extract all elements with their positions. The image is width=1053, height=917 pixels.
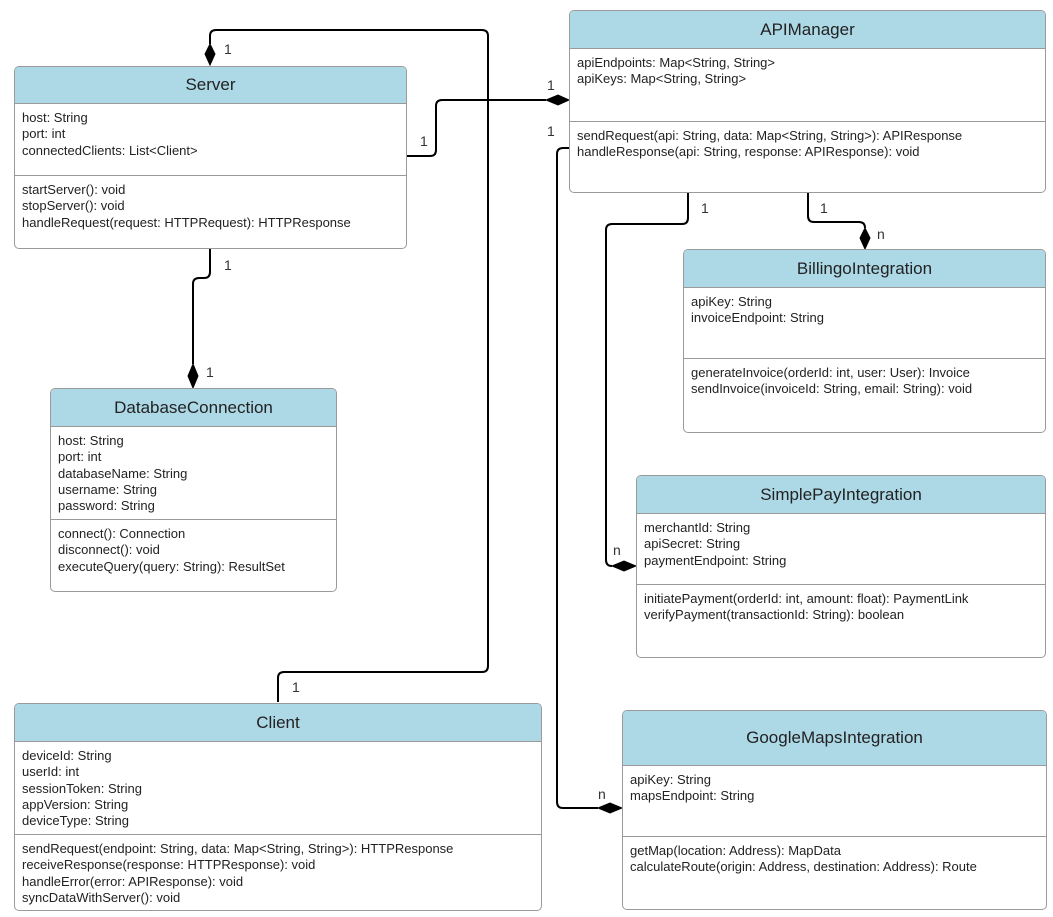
apimanager-billingo-line	[807, 193, 866, 229]
method: handleError(error: APIResponse): void	[22, 873, 244, 889]
class-name: APIManager	[570, 11, 1045, 49]
server-composition-diamond	[204, 42, 216, 67]
attribute: apiKey: String	[630, 772, 711, 787]
method: sendInvoice(invoiceId: String, email: St…	[691, 381, 973, 397]
attribute: merchantId: String	[644, 520, 751, 535]
multiplicity-label: 1	[547, 77, 555, 93]
attribute: apiKey: String	[691, 294, 772, 309]
attribute: userId: int	[22, 764, 80, 780]
apimanager-composition-diamond	[544, 94, 571, 106]
method: getMap(location: Address): MapData	[630, 843, 841, 858]
methods-section: initiatePayment(orderId: int, amount: fl…	[637, 584, 1045, 624]
attribute: apiKeys: Map<String, String>	[577, 71, 747, 87]
multiplicity-label: n	[613, 542, 621, 558]
methods-section: sendRequest(api: String, data: Map<Strin…	[570, 121, 1045, 161]
simplepay-composition-diamond	[610, 560, 638, 572]
googlemaps-composition-diamond	[596, 802, 624, 814]
class-name: BillingoIntegration	[684, 250, 1045, 288]
class-name: Server	[15, 67, 406, 104]
class-name: DatabaseConnection	[51, 389, 336, 427]
method: syncDataWithServer(): void	[22, 889, 181, 905]
attribute: connectedClients: List<Client>	[22, 142, 198, 158]
class-name: Client	[15, 704, 541, 742]
attribute: apiEndpoints: Map<String, String>	[577, 55, 776, 70]
multiplicity-label: 1	[820, 200, 828, 216]
attribute: password: String	[58, 498, 155, 514]
server-database-line	[192, 249, 211, 364]
multiplicity-label: 1	[420, 133, 428, 149]
multiplicity-label: 1	[292, 679, 300, 695]
method: handleRequest(request: HTTPRequest): HTT…	[22, 214, 351, 230]
method: stopServer(): void	[22, 198, 125, 214]
method: connect(): Connection	[58, 526, 186, 541]
multiplicity-label: 1	[224, 41, 232, 57]
method: startServer(): void	[22, 182, 126, 197]
attribute: port: int	[58, 449, 102, 465]
attribute: host: String	[22, 110, 88, 125]
attribute: databaseName: String	[58, 465, 188, 481]
method: disconnect(): void	[58, 542, 160, 558]
database-composition-diamond	[187, 362, 199, 390]
server-apimanager-line	[407, 99, 546, 157]
methods-section: sendRequest(endpoint: String, data: Map<…	[15, 834, 541, 906]
multiplicity-label: 1	[224, 257, 232, 273]
client-server-line	[209, 29, 489, 702]
methods-section: generateInvoice(orderId: int, user: User…	[684, 358, 1045, 398]
multiplicity-label: n	[598, 786, 606, 802]
attribute: paymentEndpoint: String	[644, 552, 787, 568]
billingo-composition-diamond	[859, 226, 871, 251]
method: receiveResponse(response: HTTPResponse):…	[22, 857, 316, 873]
multiplicity-label: 1	[206, 364, 214, 380]
multiplicity-label: 1	[701, 200, 709, 216]
class-name: GoogleMapsIntegration	[623, 711, 1046, 766]
attribute: host: String	[58, 433, 124, 448]
method: executeQuery(query: String): ResultSet	[58, 558, 285, 574]
attribute: mapsEndpoint: String	[630, 788, 755, 804]
attribute: port: int	[22, 126, 66, 142]
apimanager-simplepay-line	[605, 193, 689, 567]
method: verifyPayment(transactionId: String): bo…	[644, 607, 905, 623]
class-name: SimplePayIntegration	[637, 476, 1045, 514]
attribute: appVersion: String	[22, 796, 129, 812]
attribute: username: String	[58, 481, 157, 497]
attribute: deviceType: String	[22, 813, 129, 829]
attribute: sessionToken: String	[22, 780, 142, 796]
method: sendRequest(endpoint: String, data: Map<…	[22, 841, 454, 856]
method: generateInvoice(orderId: int, user: User…	[691, 365, 970, 380]
method: handleResponse(api: String, response: AP…	[577, 144, 920, 160]
apimanager-googlemaps-line	[556, 147, 598, 809]
attribute: apiSecret: String	[644, 536, 741, 552]
attribute: deviceId: String	[22, 748, 112, 763]
attributes-section: apiEndpoints: Map<String, String>apiKeys…	[570, 49, 1045, 121]
method: sendRequest(api: String, data: Map<Strin…	[577, 128, 963, 143]
multiplicity-label: n	[877, 226, 885, 242]
multiplicity-label: 1	[547, 123, 555, 139]
attribute: invoiceEndpoint: String	[691, 310, 824, 326]
method: initiatePayment(orderId: int, amount: fl…	[644, 591, 969, 606]
method: calculateRoute(origin: Address, destinat…	[630, 859, 977, 875]
